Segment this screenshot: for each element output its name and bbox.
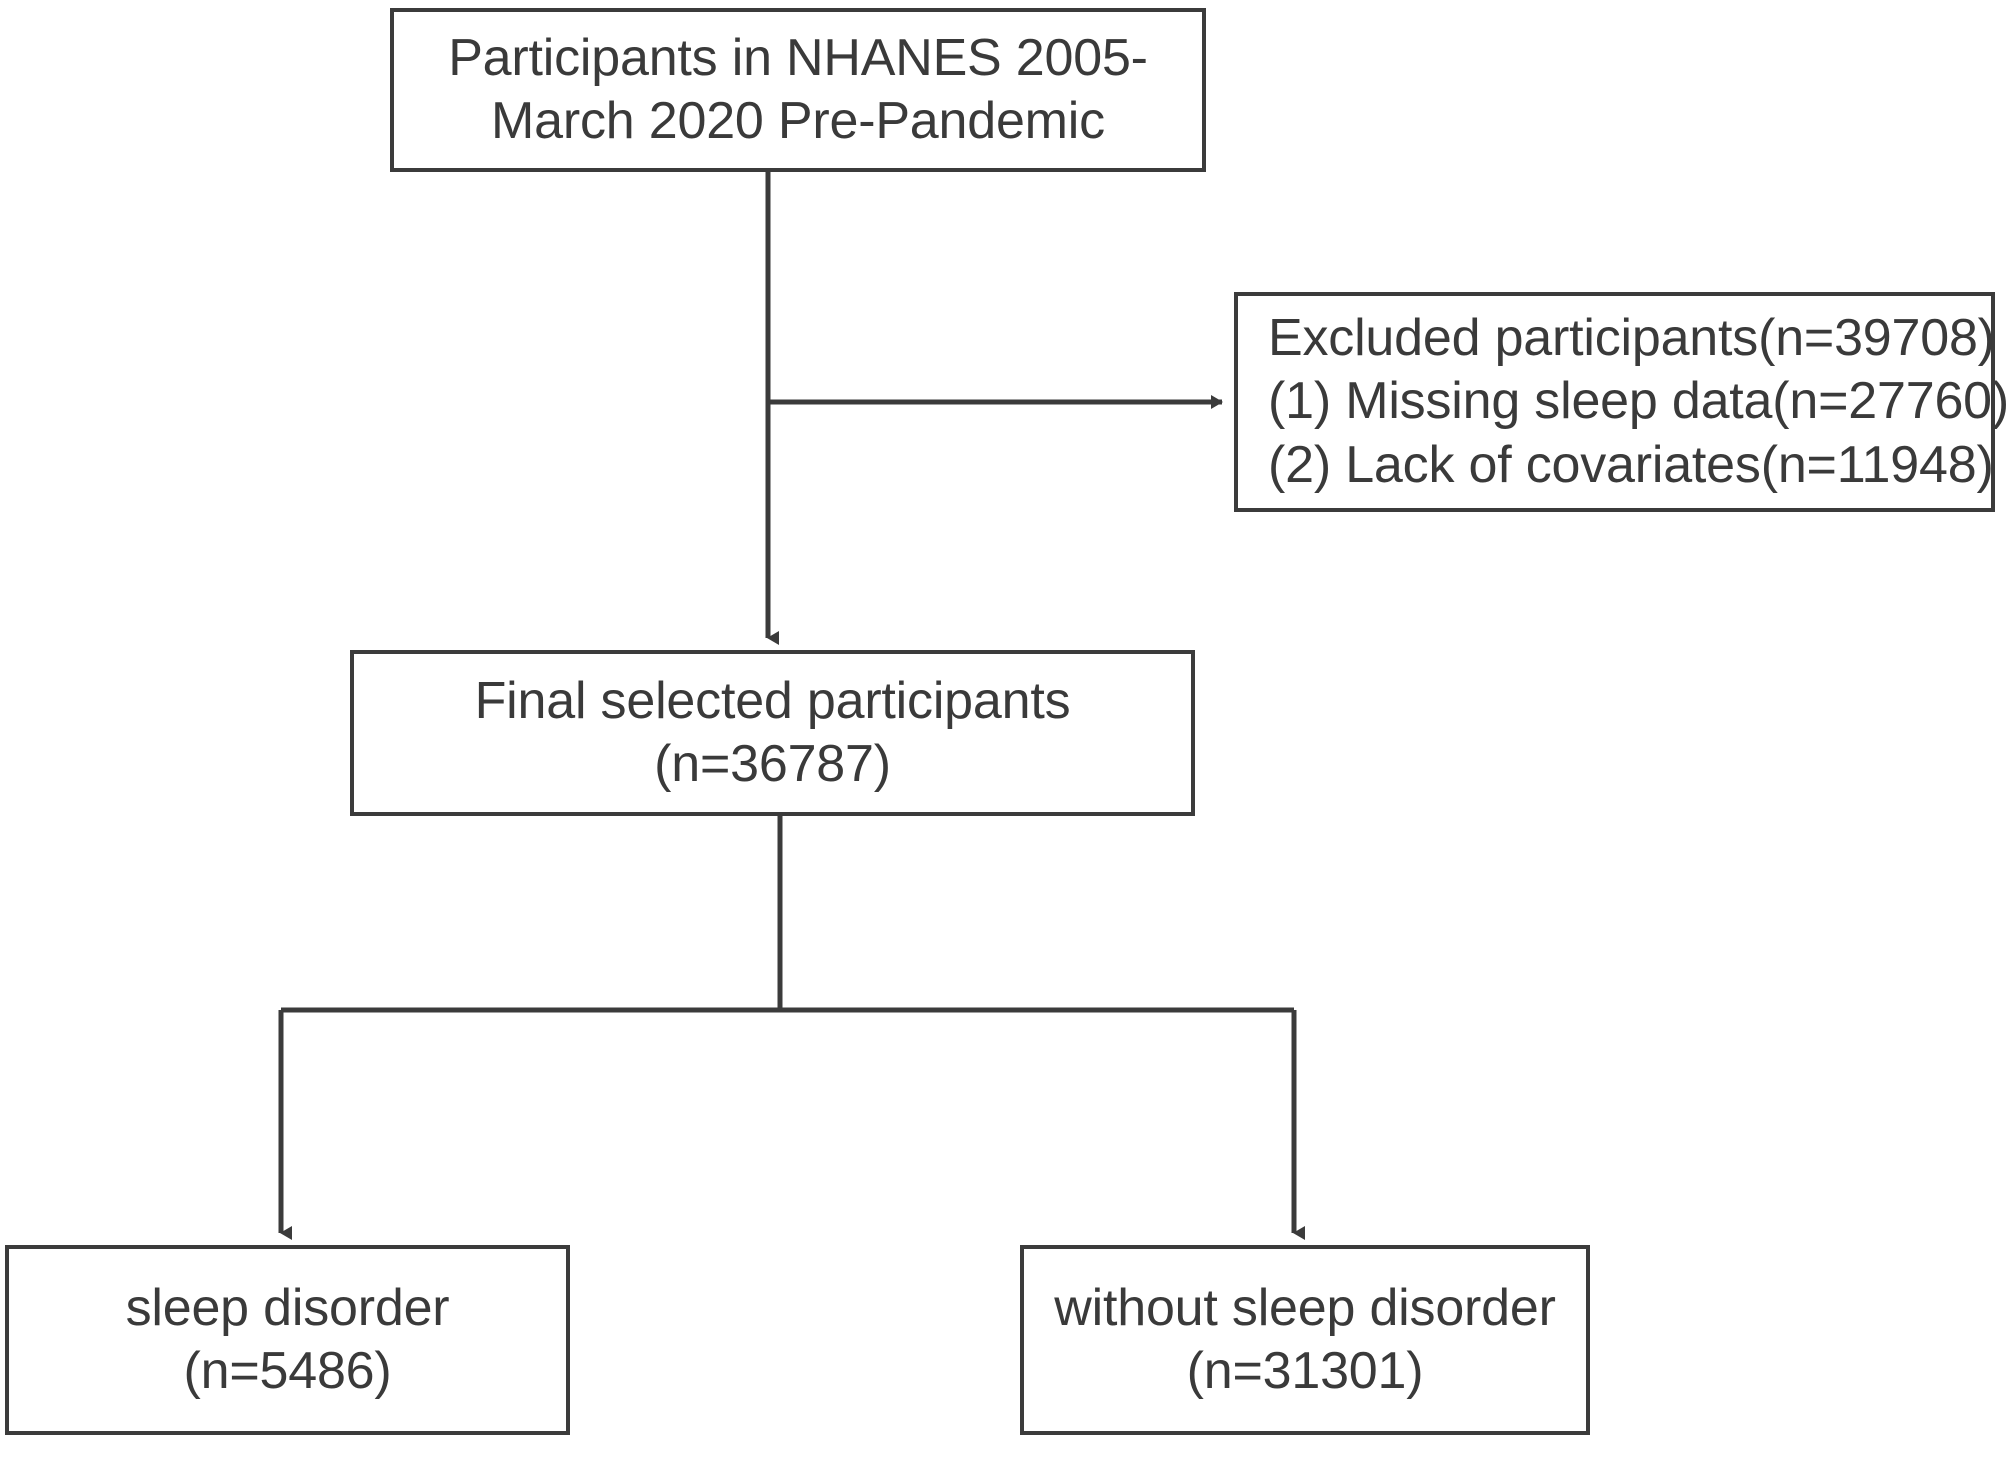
sleep-disorder-count: (n=5486) — [183, 1342, 392, 1400]
excluded-reason-1-line: (1) Missing sleep data(n=27760) — [1268, 372, 2008, 431]
without-sleep-disorder-label: without sleep disorder — [1054, 1278, 1556, 1337]
sleep-disorder-box: sleep disorder (n=5486) — [5, 1245, 570, 1435]
excluded-participants-box: Excluded participants(n=39708) (1) Missi… — [1234, 292, 2008, 512]
final-selected-count: (n=36787) — [654, 735, 891, 793]
without-sleep-disorder-count: (n=31301) — [1186, 1342, 1424, 1400]
final-selected-box: Final selected participants (n=36787) — [350, 650, 1195, 816]
final-selected-label: Final selected participants — [474, 671, 1071, 730]
source-population-box: Participants in NHANES 2005- March 2020 … — [390, 8, 1206, 172]
source-population-line-2: March 2020 Pre-Pandemic — [491, 92, 1105, 150]
without-sleep-disorder-box: without sleep disorder (n=31301) — [1020, 1245, 1590, 1435]
excluded-total-line: Excluded participants(n=39708) — [1268, 308, 1995, 367]
sleep-disorder-label: sleep disorder — [125, 1278, 450, 1337]
source-population-line-1: Participants in NHANES 2005- — [448, 28, 1148, 87]
edge-final-split-stem — [281, 816, 1294, 1013]
excluded-reason-2-line: (2) Lack of covariates(n=11948) — [1268, 435, 1994, 494]
